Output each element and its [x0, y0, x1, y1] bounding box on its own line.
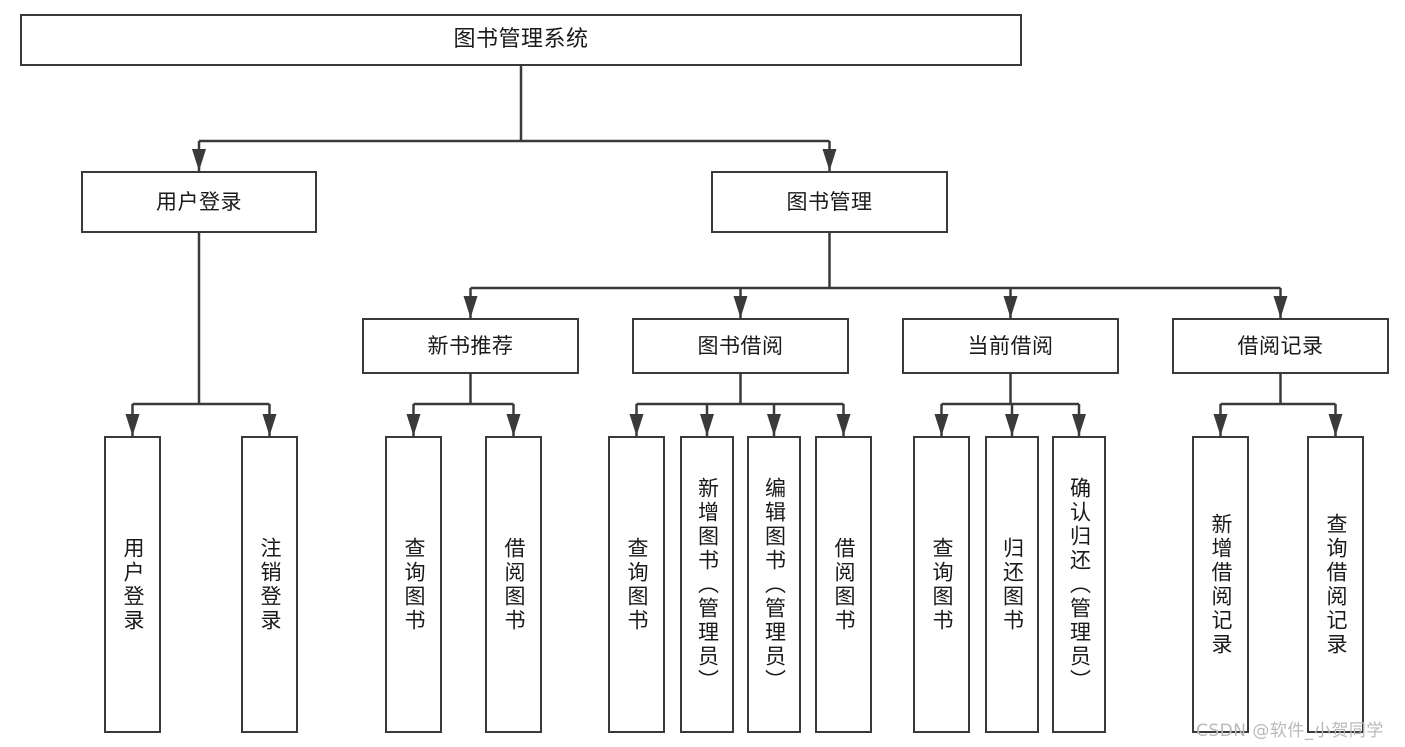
node-label: 确认归还（管理员）	[1067, 476, 1092, 693]
watermark: CSDN @软件_小贺同学	[1196, 721, 1384, 741]
node-leaf-user-login[interactable]: 用户登录	[104, 436, 161, 733]
node-book-manage[interactable]: 图书管理	[711, 171, 948, 233]
arrowhead-icon	[463, 296, 478, 318]
arrowhead-icon	[700, 414, 714, 436]
node-leaf-confirm-return-admin[interactable]: 确认归还（管理员）	[1052, 436, 1106, 733]
node-leaf-query-book-cur[interactable]: 查询图书	[913, 436, 970, 733]
arrowhead-icon	[934, 414, 949, 436]
node-book-borrow[interactable]: 图书借阅	[632, 318, 849, 374]
arrowhead-icon	[767, 414, 781, 436]
arrowhead-icon	[1273, 296, 1288, 318]
node-leaf-add-record[interactable]: 新增借阅记录	[1192, 436, 1249, 733]
arrowhead-icon	[1072, 414, 1086, 436]
node-label: 用户登录	[156, 189, 242, 214]
node-leaf-borrow-book-borrow[interactable]: 借阅图书	[815, 436, 872, 733]
node-current-borrow[interactable]: 当前借阅	[902, 318, 1119, 374]
arrowhead-icon	[406, 414, 421, 436]
node-label: 新增图书（管理员）	[695, 476, 720, 693]
node-label: 借阅图书	[501, 536, 526, 633]
node-leaf-edit-book-admin[interactable]: 编辑图书（管理员）	[747, 436, 801, 733]
node-label: 注销登录	[257, 536, 282, 633]
node-label: 查询借阅记录	[1323, 512, 1348, 657]
arrowhead-icon	[125, 414, 140, 436]
node-label: 图书管理	[786, 189, 873, 214]
node-leaf-query-record[interactable]: 查询借阅记录	[1307, 436, 1364, 733]
arrowhead-icon	[822, 149, 837, 171]
arrowhead-icon	[733, 296, 748, 318]
node-label: 借阅记录	[1237, 333, 1324, 358]
node-user-login[interactable]: 用户登录	[81, 171, 317, 233]
node-leaf-add-book-admin[interactable]: 新增图书（管理员）	[680, 436, 734, 733]
node-label: 用户登录	[120, 536, 145, 633]
node-label: 查询图书	[624, 536, 649, 633]
arrowhead-icon	[1213, 414, 1228, 436]
node-label: 图书管理系统	[453, 26, 589, 52]
arrowhead-icon	[192, 149, 206, 171]
node-leaf-query-book-borrow[interactable]: 查询图书	[608, 436, 665, 733]
node-leaf-borrow-book-rec[interactable]: 借阅图书	[485, 436, 542, 733]
node-leaf-logout[interactable]: 注销登录	[241, 436, 298, 733]
arrowhead-icon	[1005, 414, 1019, 436]
arrowhead-icon	[262, 414, 277, 436]
node-label: 新增借阅记录	[1208, 512, 1233, 657]
node-label: 当前借阅	[967, 333, 1054, 358]
node-label: 查询图书	[401, 536, 426, 633]
arrowhead-icon	[506, 414, 521, 436]
node-label: 借阅图书	[831, 536, 856, 633]
arrowhead-icon	[629, 414, 644, 436]
node-label: 归还图书	[1000, 536, 1025, 633]
node-leaf-query-book-rec[interactable]: 查询图书	[385, 436, 442, 733]
node-label: 新书推荐	[427, 333, 514, 358]
node-label: 图书借阅	[697, 333, 784, 358]
node-leaf-return-book[interactable]: 归还图书	[985, 436, 1039, 733]
node-root[interactable]: 图书管理系统	[20, 14, 1022, 66]
node-new-book-recommend[interactable]: 新书推荐	[362, 318, 579, 374]
arrowhead-icon	[836, 414, 851, 436]
arrowhead-icon	[1328, 414, 1343, 436]
arrowhead-icon	[1003, 296, 1018, 318]
node-label: 编辑图书（管理员）	[762, 476, 787, 693]
node-borrow-record[interactable]: 借阅记录	[1172, 318, 1389, 374]
node-label: 查询图书	[929, 536, 954, 633]
